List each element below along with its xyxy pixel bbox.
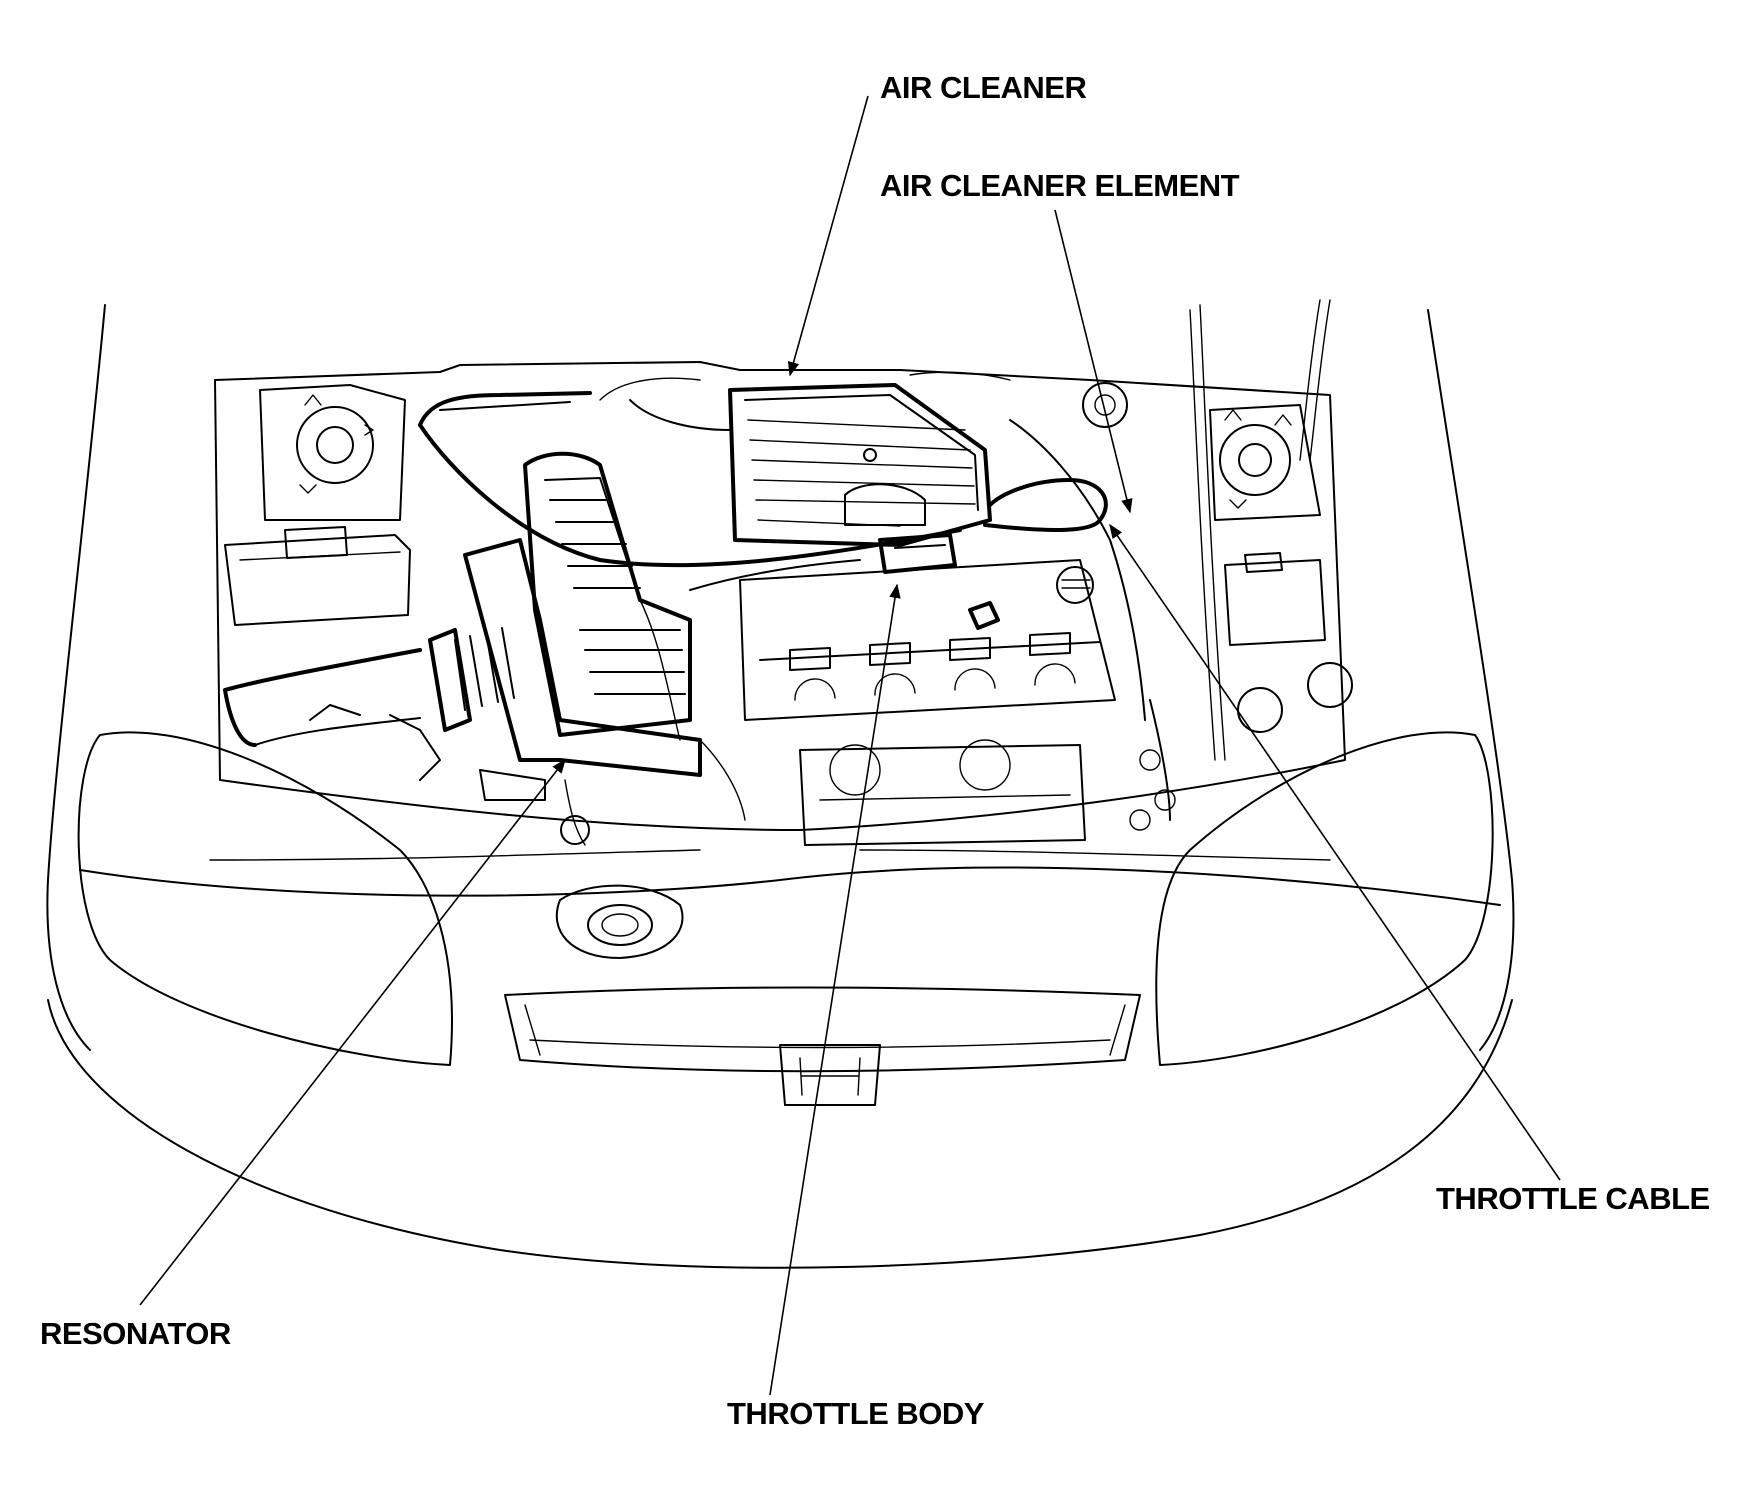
air-cleaner-housing xyxy=(728,383,992,547)
left-fender-line xyxy=(46,304,106,1051)
label-throttle-cable: THROTTLE CABLE xyxy=(1436,1181,1710,1216)
left-strut-tower xyxy=(259,384,406,521)
throttle-cable-route xyxy=(418,391,1108,591)
right-fender-line xyxy=(1427,309,1515,1051)
battery-box xyxy=(224,526,411,626)
intake-box xyxy=(523,451,692,737)
right-components xyxy=(1082,299,1353,831)
headlights xyxy=(77,731,1494,1066)
valve-cover xyxy=(739,559,1116,721)
cowl-line-right xyxy=(859,849,1331,861)
emblem-h xyxy=(799,1057,861,1096)
leader-air-cleaner xyxy=(787,95,869,377)
right-headlight xyxy=(1155,731,1494,1066)
cowl-line xyxy=(209,849,701,861)
leader-air-cleaner-element xyxy=(1054,209,1133,514)
emblem-outline xyxy=(779,1044,881,1106)
hood-front-edge xyxy=(79,866,1501,906)
car-body xyxy=(46,304,1515,1269)
label-air-cleaner: AIR CLEANER xyxy=(880,70,1087,105)
label-resonator: RESONATOR xyxy=(40,1316,231,1351)
grille xyxy=(504,986,1141,1106)
front-bumper-line xyxy=(47,999,1513,1269)
label-throttle-body: THROTTLE BODY xyxy=(727,1396,985,1431)
radiator-cap xyxy=(555,884,684,959)
leader-throttle-cable xyxy=(1109,523,1561,1181)
leader-throttle-body xyxy=(769,583,901,1396)
engine-block xyxy=(799,739,1086,846)
engine-bay xyxy=(214,361,1346,831)
hoses-wiring xyxy=(560,371,1146,846)
leader-resonator xyxy=(139,758,566,1306)
leader-lines xyxy=(139,95,1561,1396)
label-air-cleaner-element: AIR CLEANER ELEMENT xyxy=(880,168,1240,203)
right-strut-tower xyxy=(1209,404,1321,521)
intake-duct xyxy=(223,648,441,781)
throttle-body xyxy=(878,533,957,574)
left-headlight xyxy=(77,731,453,1066)
